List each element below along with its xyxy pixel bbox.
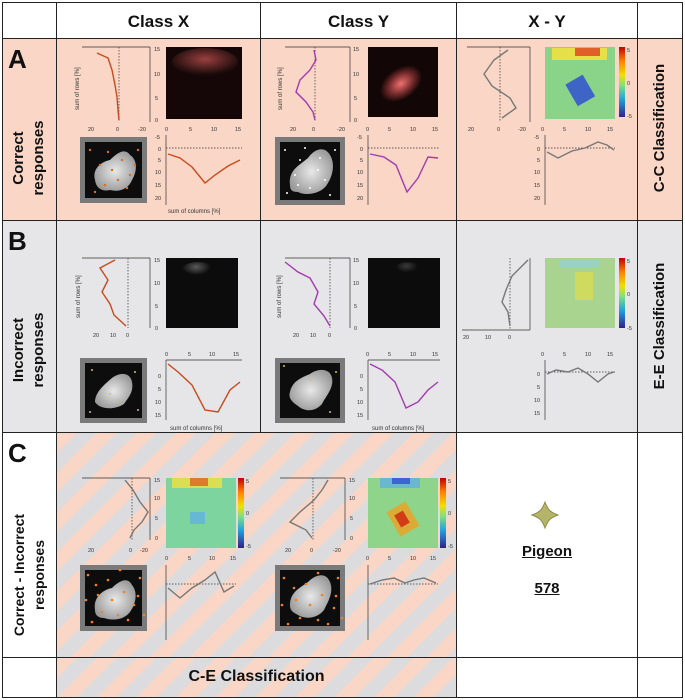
row-c-label-line1: Correct - Incorrect [11,513,27,637]
header-cell-class-x: Class X [56,2,261,39]
pigeon-cross-icon [530,500,560,530]
row-c-label-line2: responses [31,539,47,611]
bottom-striped-cell: C-E Classification [56,657,457,698]
row-b-diff-cell [456,220,638,433]
row-a-class-x-cell [56,38,261,221]
row-c-label: Correct - Incorrect responses [9,480,49,670]
row-b-class-x-cell [56,220,261,433]
bottom-mid-cell [456,657,638,698]
row-b-label: Incorrect responses [9,290,49,410]
row-c-striped-cell [56,432,457,658]
pigeon-label: Pigeon [521,543,572,560]
header-cell-diff: X - Y [456,2,638,39]
row-a-label-line2: responses [30,120,47,196]
row-a-diff-cell [456,38,638,221]
row-b-class-y-cell [260,220,457,433]
header-class-y: Class Y [327,12,390,31]
row-b-side-label: E-E Classification [651,262,668,390]
c-e-classification-label: C-E Classification [188,668,325,685]
row-a-label-line1: Correct [10,131,27,185]
row-c-letter: C [8,438,27,468]
row-b-label-line2: responses [30,312,47,388]
row-a-side-cell [637,38,683,221]
bottom-right-cell [637,657,683,698]
row-a-label: Correct responses [9,98,49,218]
pigeon-id: 578 [534,580,560,597]
row-a-class-y-cell [260,38,457,221]
corner-cell-top-left [2,2,57,39]
header-cell-class-y: Class Y [260,2,457,39]
row-b-side-cell [637,220,683,433]
corner-cell-top-right [637,2,683,39]
row-b-label-line1: Incorrect [10,317,27,383]
row-a-side-label: C-C Classification [651,63,668,193]
header-x-minus-y: X - Y [528,12,566,31]
header-class-x: Class X [127,12,190,31]
row-a-letter: A [8,44,27,74]
row-a-label-cell [2,38,57,221]
row-b-letter: B [8,226,27,256]
row-c-side-cell [637,432,683,658]
